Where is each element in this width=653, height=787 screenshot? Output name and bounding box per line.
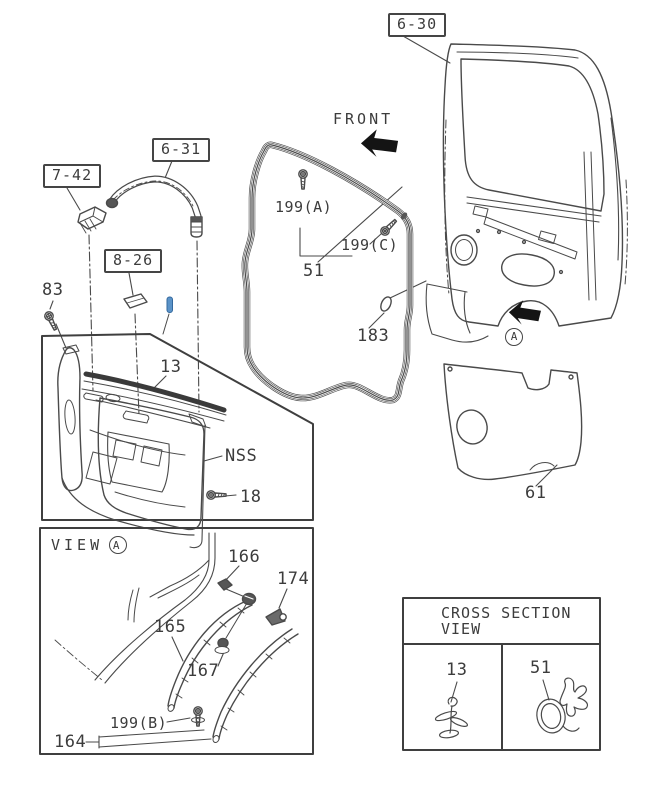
screw-83-icon bbox=[42, 309, 60, 333]
grab-handle bbox=[105, 175, 203, 238]
insulator-panel-61 bbox=[443, 363, 583, 481]
clip-7-42 bbox=[77, 206, 107, 234]
screw-199C-icon bbox=[378, 216, 400, 238]
view-a-label: VIEW A bbox=[51, 536, 128, 554]
view-a-circle-letter: A bbox=[109, 536, 128, 554]
callout-18: 18 bbox=[240, 487, 262, 507]
view-a-arrow bbox=[508, 300, 541, 325]
section-ref-8-26[interactable]: 8-26 bbox=[104, 249, 163, 273]
screw-199B-icon bbox=[191, 706, 205, 727]
callout-199A: 199(A) bbox=[275, 198, 333, 216]
front-label: FRONT bbox=[333, 110, 394, 128]
callout-167: 167 bbox=[187, 661, 220, 681]
cross-section-13-shape bbox=[434, 696, 469, 739]
screw-199A-icon bbox=[298, 169, 308, 190]
view-a-box bbox=[39, 527, 314, 755]
callout-51: 51 bbox=[303, 261, 325, 281]
highlight-mark bbox=[162, 296, 173, 335]
detail-a-marker: A bbox=[505, 325, 523, 346]
cab-detail-box bbox=[41, 333, 314, 549]
callout-166: 166 bbox=[228, 547, 261, 567]
callout-183: 183 bbox=[357, 326, 390, 346]
front-arrow bbox=[360, 129, 399, 157]
cross-section-title-line1: CROSS SECTION bbox=[441, 604, 572, 622]
section-ref-6-30[interactable]: 6-30 bbox=[388, 13, 447, 37]
callout-165: 165 bbox=[154, 617, 187, 637]
cross-section-title: CROSS SECTION VIEW bbox=[441, 604, 572, 638]
callout-199B: 199(B) bbox=[110, 714, 168, 732]
cross-section-label-13: 13 bbox=[446, 660, 468, 680]
cross-section-label-51: 51 bbox=[530, 658, 552, 678]
door-assembly bbox=[425, 43, 628, 343]
callout-13: 13 bbox=[160, 357, 182, 377]
leader-lines bbox=[49, 35, 558, 749]
callout-nss: NSS bbox=[225, 446, 258, 466]
door-seal-51 bbox=[245, 145, 410, 401]
callout-174: 174 bbox=[277, 569, 310, 589]
cross-section-table bbox=[402, 597, 601, 751]
callout-164: 164 bbox=[54, 732, 87, 752]
cross-section-51-shape bbox=[536, 677, 589, 734]
section-ref-7-42[interactable]: 7-42 bbox=[43, 164, 102, 188]
callout-61: 61 bbox=[525, 483, 547, 503]
section-ref-6-31[interactable]: 6-31 bbox=[152, 138, 211, 162]
view-a-text: VIEW bbox=[51, 536, 104, 554]
detail-a-circle-letter: A bbox=[505, 327, 523, 346]
clip-8-26 bbox=[123, 293, 148, 309]
cross-section-title-line2: VIEW bbox=[441, 619, 482, 638]
screw-18-icon bbox=[206, 490, 227, 500]
grommet-183 bbox=[380, 296, 392, 312]
callout-83: 83 bbox=[42, 280, 64, 300]
callout-199C: 199(C) bbox=[341, 236, 399, 254]
